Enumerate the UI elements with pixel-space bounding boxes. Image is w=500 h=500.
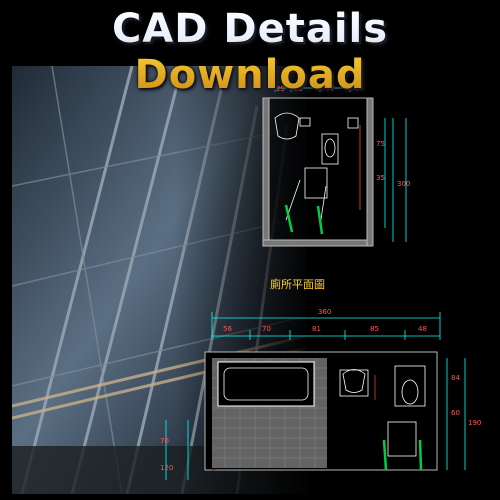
lower-dim-4: 48 [418,325,427,333]
lower-dim-left-0: 70 [160,437,169,445]
lower-dim-right-1: 60 [451,409,460,417]
upper-dim-right-1: 35 [376,174,385,182]
lower-dim-left-1: 120 [160,464,173,472]
plan-caption: 廁所平面圖 [270,277,325,291]
lower-dim-3: 85 [370,325,379,333]
lower-dim-right-2: 190 [468,419,481,427]
upper-dim-0: 25 [276,85,285,93]
toilet-plan-upper: 25 55 77 4 75 35 300 廁所平面圖 [262,84,410,291]
bathroom-plan-lower: 56 70 81 85 48 360 84 60 190 70 120 [160,308,481,480]
lower-dim-overall: 360 [318,308,331,316]
lower-dim-1: 70 [262,325,271,333]
lower-dim-right-0: 84 [451,374,460,382]
lower-dim-0: 56 [223,325,232,333]
building-photo [12,66,307,494]
upper-dim-3: 4 [354,85,359,93]
upper-dim-2: 77 [326,85,335,93]
bathtub [217,361,315,407]
upper-dim-right-0: 75 [376,140,385,148]
upper-dim-right-2: 300 [397,180,410,188]
upper-dim-1: 55 [294,85,303,93]
banner-title: CAD Details Download [0,6,500,98]
lower-dim-2: 81 [312,325,321,333]
